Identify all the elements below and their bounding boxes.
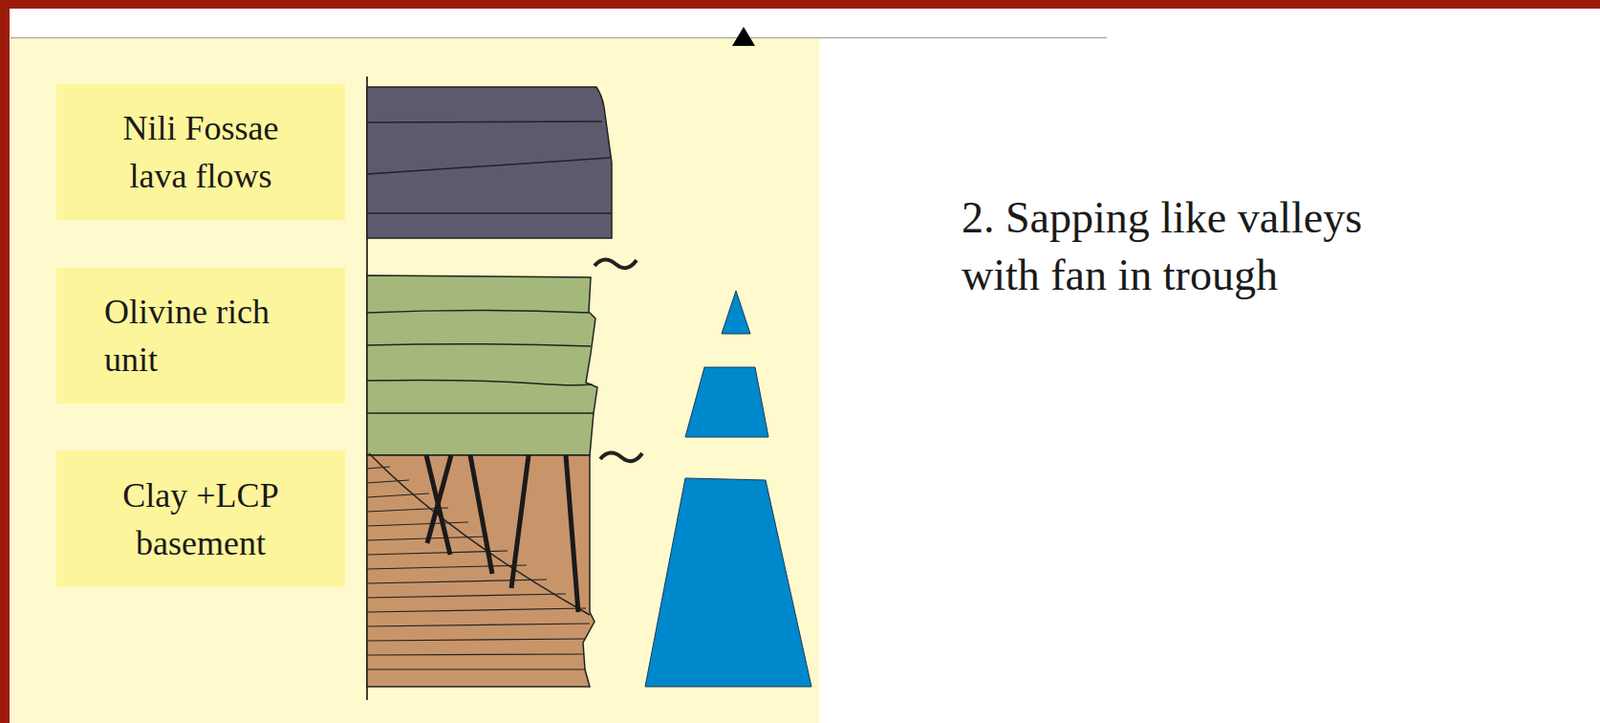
olivine-layer [367, 275, 598, 455]
contact-line [368, 453, 590, 615]
label-box: Olivine rich unit [56, 267, 346, 404]
water-indicator [685, 367, 769, 437]
step-note: 2. Sapping like valleys with fan in trou… [961, 189, 1421, 304]
water-indicator [645, 477, 812, 687]
dike-lines [426, 454, 579, 612]
label-box: Nili Fossae lava flows [56, 84, 346, 220]
unit-label: Nili Fossae lava flows [100, 104, 302, 200]
water-indicator [721, 290, 751, 334]
frame-bar [0, 0, 10, 723]
unconformity-mark [594, 259, 637, 268]
frame-bar [0, 0, 1600, 9]
unconformity-mark [600, 452, 643, 461]
bed-line [367, 121, 612, 214]
label-box: Clay +LCP basement [56, 450, 346, 587]
lava-layer [367, 86, 612, 238]
panel [10, 38, 820, 723]
clay-layer [367, 454, 595, 687]
bed-line [367, 310, 594, 414]
unit-label: Olivine rich unit [104, 287, 307, 384]
rule-line [10, 37, 1107, 40]
unit-label: Clay +LCP basement [100, 471, 302, 567]
triangle-marker [732, 26, 756, 46]
